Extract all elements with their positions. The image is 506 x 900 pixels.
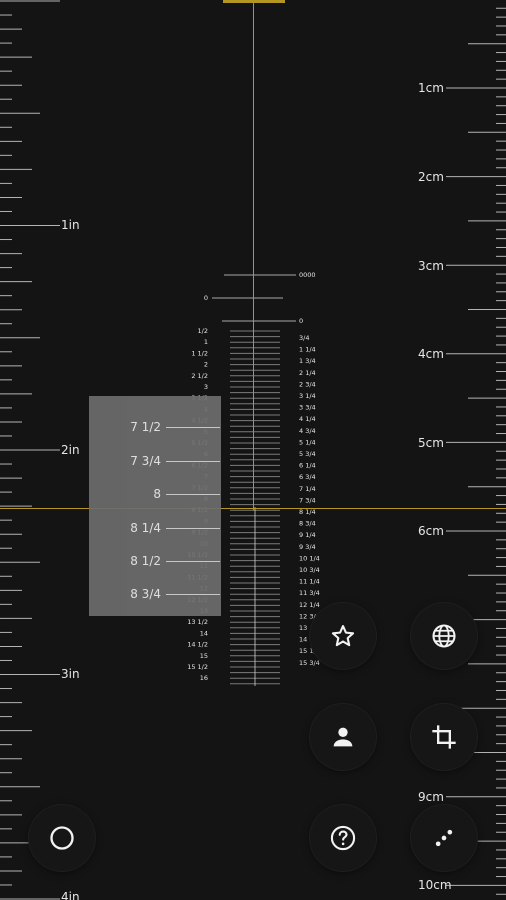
center-label-right: 9 3/4	[299, 543, 316, 551]
size-line	[166, 594, 220, 595]
crop-icon	[432, 725, 456, 749]
cm-label-4: 4cm	[418, 347, 444, 361]
cm-label-9: 9cm	[418, 790, 444, 804]
center-label-left: 1/2	[198, 327, 208, 335]
center-label-right: 12 3/4	[299, 612, 320, 620]
center-label-left: 13 1/2	[187, 618, 208, 626]
center-label-right: 11 1/4	[299, 578, 320, 586]
size-line	[166, 494, 220, 495]
cm-label-1: 1cm	[418, 81, 444, 95]
cm-label-3: 3cm	[418, 259, 444, 273]
circle-icon	[50, 826, 74, 850]
center-label-right: 2 1/4	[299, 369, 316, 377]
cm-label-10: 10cm	[418, 878, 452, 892]
center-label-right: 12 1/4	[299, 601, 320, 609]
help-button[interactable]	[310, 805, 376, 871]
center-label-right: 6 3/4	[299, 473, 316, 481]
cm-label-2: 2cm	[418, 170, 444, 184]
size-line	[166, 561, 220, 562]
profile-button[interactable]	[310, 704, 376, 770]
center-label-right: 8 1/4	[299, 508, 316, 516]
center-label-left: 15 1/2	[187, 663, 208, 671]
center-label-right: 11 3/4	[299, 589, 320, 597]
size-item[interactable]: 7 3/4	[130, 454, 161, 468]
center-label-left: 16	[200, 674, 208, 682]
inch-label-3: 3in	[61, 667, 80, 681]
center-label-left: 14 1/2	[187, 641, 208, 649]
favorite-button[interactable]	[310, 603, 376, 669]
center-label-right: 5 1/4	[299, 438, 316, 446]
language-button[interactable]	[411, 603, 477, 669]
horizontal-guide[interactable]	[0, 508, 506, 509]
center-label-right: 3 3/4	[299, 404, 316, 412]
center-label-right: 10 3/4	[299, 566, 320, 574]
mode-button[interactable]	[29, 805, 95, 871]
center-label-right: 3/4	[299, 334, 309, 342]
center-label-right: 7 3/4	[299, 496, 316, 504]
inch-label-2: 2in	[61, 443, 80, 457]
top-handle[interactable]	[223, 0, 285, 3]
center-label-left: 1	[204, 338, 208, 346]
center-label-right: 2 3/4	[299, 380, 316, 388]
center-label-right: 1 1/4	[299, 346, 316, 354]
help-icon	[330, 825, 356, 851]
center-label-left: 2 1/2	[191, 372, 208, 380]
size-line	[166, 461, 220, 462]
center-label-right: 14	[299, 636, 307, 644]
inch-label-4: 4in	[61, 890, 80, 900]
size-item[interactable]: 8 3/4	[130, 587, 161, 601]
center-label-left: 3	[204, 383, 208, 391]
center-label-right: 1 3/4	[299, 357, 316, 365]
size-item[interactable]: 8 1/2	[130, 554, 161, 568]
center-label-left: 14	[200, 629, 208, 637]
center-label-right: 4 3/4	[299, 427, 316, 435]
size-line	[166, 528, 220, 529]
dots-icon	[435, 829, 453, 847]
center-label-left: 0	[204, 294, 208, 302]
inch-label-1: 1in	[61, 218, 80, 232]
person-icon	[333, 727, 353, 747]
center-label-right: 7 1/4	[299, 485, 316, 493]
center-label-right: 5 3/4	[299, 450, 316, 458]
center-label-right: 10 1/4	[299, 554, 320, 562]
cm-label-6: 6cm	[418, 524, 444, 538]
center-label-right: 0000	[299, 271, 316, 279]
star-icon	[331, 625, 355, 647]
more-button[interactable]	[411, 805, 477, 871]
size-panel: 7 1/2 7 3/4 8 8 1/4 8 1/2 8 3/4	[89, 396, 221, 616]
center-label-right: 3 1/4	[299, 392, 316, 400]
vertical-guide[interactable]	[253, 0, 254, 510]
globe-icon	[432, 624, 456, 648]
size-item[interactable]: 8 1/4	[130, 521, 161, 535]
center-label-right: 13	[299, 624, 307, 632]
center-label-right: 0	[299, 317, 303, 325]
center-label-right: 15 1/4	[299, 647, 320, 655]
crop-button[interactable]	[411, 704, 477, 770]
cm-label-5: 5cm	[418, 436, 444, 450]
center-label-left: 15	[200, 652, 208, 660]
center-label-right: 15 3/4	[299, 659, 320, 667]
center-label-right: 8 3/4	[299, 520, 316, 528]
center-label-right: 9 1/4	[299, 531, 316, 539]
size-item[interactable]: 8	[153, 487, 161, 501]
center-label-right: 4 1/4	[299, 415, 316, 423]
size-line	[166, 427, 220, 428]
center-label-left: 2	[204, 361, 208, 369]
center-label-left: 1 1/2	[191, 349, 208, 357]
center-label-right: 6 1/4	[299, 462, 316, 470]
size-item[interactable]: 7 1/2	[130, 420, 161, 434]
